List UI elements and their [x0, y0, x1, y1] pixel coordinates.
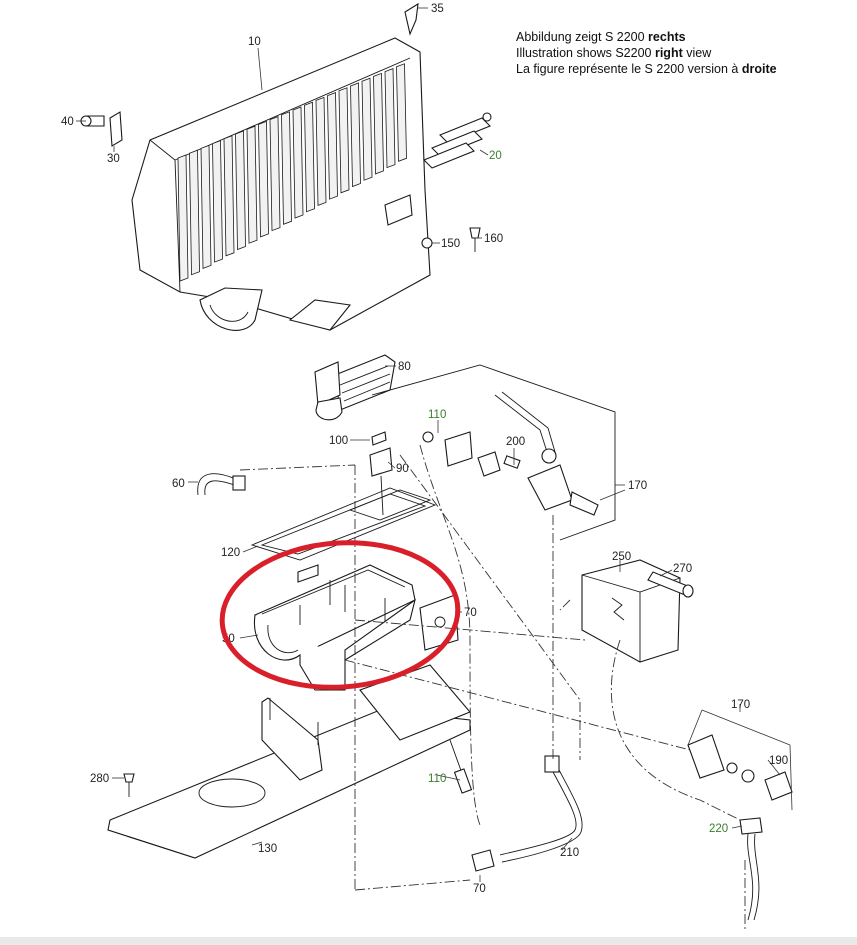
part-labels: 35 10 40 30 20 150 160 80 110 100 200 90… [61, 3, 788, 895]
label-170-upper: 170 [628, 480, 647, 492]
caption-line-fr: La figure représente le S 2200 version à… [516, 62, 777, 76]
heat-exchanger-fin [177, 154, 189, 282]
plates-20 [423, 112, 492, 169]
screw-280 [123, 773, 135, 797]
electrode-90 [369, 431, 393, 516]
thermocouple-110-lower [449, 739, 473, 794]
label-80: 80 [398, 361, 411, 373]
label-170-lower: 170 [731, 699, 750, 711]
heat-exchanger-fin [396, 63, 407, 162]
base-plate-130 [107, 664, 471, 859]
heat-exchanger-fin [338, 87, 350, 194]
gas-valve-170 [371, 364, 616, 541]
label-210: 210 [560, 847, 579, 859]
bottom-scrollbar-strip [0, 937, 857, 945]
gas-pipe-210 [471, 755, 583, 872]
heat-exchanger-fin [200, 144, 212, 269]
label-40: 40 [61, 116, 74, 128]
heat-exchanger-fin [269, 116, 281, 232]
heat-exchanger-fin [246, 125, 258, 244]
label-130: 130 [258, 843, 277, 855]
highlight-circle [219, 540, 461, 690]
heat-exchanger-fin [304, 101, 315, 213]
caption-line-de: Abbildung zeigt S 2200 rechts [516, 30, 686, 44]
heat-exchanger-fin [281, 111, 292, 225]
heat-exchanger-fin [292, 106, 304, 219]
label-280: 280 [90, 773, 109, 785]
heat-exchanger-fin [350, 82, 361, 188]
screws-150-160 [421, 227, 481, 252]
label-190: 190 [769, 755, 788, 767]
label-270: 270 [673, 563, 692, 575]
label-60: 60 [172, 478, 185, 490]
heat-exchanger-fin [258, 120, 269, 238]
battery-270 [647, 571, 694, 598]
caption-line-en: Illustration shows S2200 right view [516, 46, 712, 60]
label-120: 120 [221, 547, 240, 559]
bracket-30 [80, 111, 123, 147]
label-30: 30 [107, 153, 120, 165]
label-100: 100 [329, 435, 348, 447]
knob-assembly [687, 734, 793, 921]
label-20: 20 [489, 150, 502, 162]
heat-exchanger-fin [361, 77, 373, 181]
label-10: 10 [248, 36, 261, 48]
label-150: 150 [441, 238, 460, 250]
leader-lines [76, 7, 781, 882]
label-70-lower: 70 [473, 883, 486, 895]
label-90: 90 [396, 463, 409, 475]
label-250: 250 [612, 551, 631, 563]
label-200: 200 [506, 436, 525, 448]
gasket-120 [250, 487, 437, 561]
heat-exchanger-fin [189, 149, 200, 276]
label-35: 35 [431, 3, 444, 15]
label-220: 220 [709, 823, 728, 835]
heat-exchanger-fin [212, 140, 223, 263]
heat-exchanger-fin [327, 92, 338, 200]
assembly-lines [239, 444, 746, 930]
heat-exchanger-fin [315, 96, 327, 206]
heat-exchanger [131, 2, 431, 331]
label-110-upper: 110 [428, 409, 446, 421]
heat-exchanger-fin [384, 68, 396, 169]
burner-cover-80 [314, 354, 396, 421]
label-160: 160 [484, 233, 503, 245]
bracket-170-middle [419, 594, 459, 651]
control-box-250 [581, 559, 681, 663]
label-110-lower: 110 [428, 773, 446, 785]
tube-60 [197, 473, 246, 496]
label-70-middle: 70 [464, 607, 477, 619]
heat-exchanger-fin [223, 135, 235, 257]
heat-exchanger-fin [235, 130, 246, 251]
burner-box-50 [253, 564, 416, 691]
bracket-lines-170 [599, 489, 793, 811]
diagram-caption: Abbildung zeigt S 2200 rechts Illustrati… [516, 29, 777, 77]
heat-exchanger-fin [373, 72, 384, 175]
